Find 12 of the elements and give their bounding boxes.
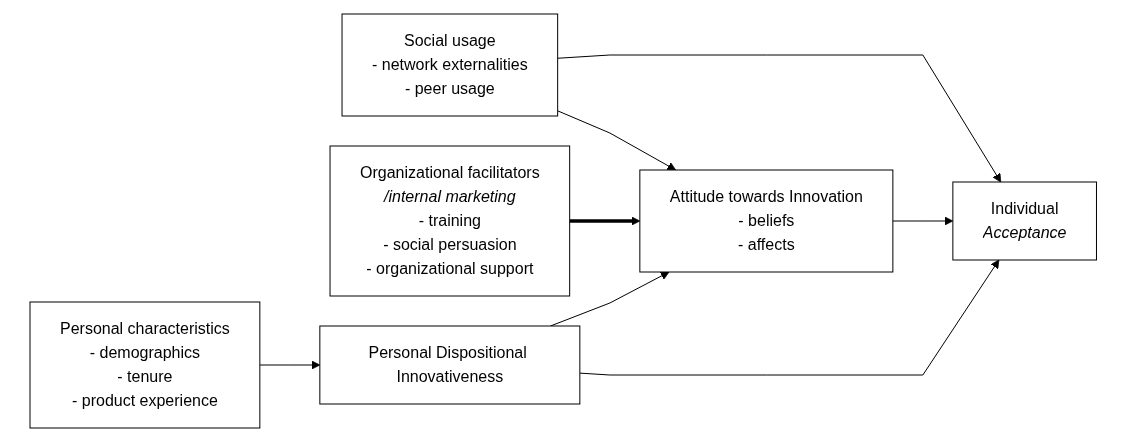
arrow xyxy=(259,360,320,370)
arrow xyxy=(556,110,676,171)
node-box: Organizational facilitators /internal marketing - training - social persuasion - organizational support xyxy=(329,145,570,297)
arrow xyxy=(569,216,640,226)
node-box: Attitude towards Innovation - beliefs - affects xyxy=(639,169,894,273)
node-box: Individual Acceptance xyxy=(952,181,1097,261)
node-box: Personal Dispositional Innovativeness xyxy=(319,325,581,405)
node-box: Social usage - network externalities - peer usage xyxy=(341,13,558,117)
arrow xyxy=(579,259,1000,376)
arrow xyxy=(892,216,953,226)
node-box: Personal characteristics - demographics - tenure - product experience xyxy=(29,301,261,429)
arrow xyxy=(556,54,1001,183)
